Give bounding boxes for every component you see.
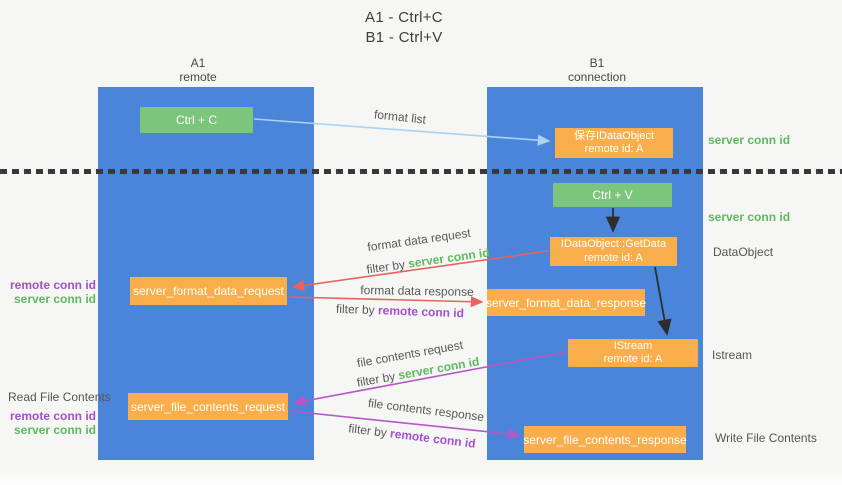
remote-conn-id-text: remote conn id xyxy=(9,409,96,423)
lifeline-b1-header: B1 connection xyxy=(537,56,657,84)
node-save-idataobject-line2: remote id: A xyxy=(584,143,644,155)
lifeline-b1-name: B1 xyxy=(589,56,605,70)
node-ctrl-c-label: Ctrl + C xyxy=(175,113,217,127)
remote-conn-id-text: remote conn id xyxy=(377,303,465,321)
node-server-file-contents-response-label: server_file_contents_response xyxy=(523,432,687,447)
node-idataobject-getdata-line1: IDataObject::GetData xyxy=(560,238,667,250)
annotation-istream: Istream xyxy=(712,348,753,362)
annotation-server-conn-id-top: server conn id xyxy=(708,133,791,147)
node-ctrl-c: Ctrl + C xyxy=(140,107,253,133)
diagram-title: A1 - Ctrl+C B1 - Ctrl+V xyxy=(304,8,504,48)
node-idataobject-getdata-line2: remote id: A xyxy=(584,251,643,264)
lifeline-a1-name: A1 xyxy=(190,56,206,70)
node-server-format-data-response-label: server_format_data_response xyxy=(485,295,647,310)
remote-conn-id-text: remote conn id xyxy=(9,278,96,292)
annotation-server-conn-id-mid: server conn id xyxy=(708,210,791,224)
node-idataobject-getdata: IDataObject::GetData remote id: A xyxy=(550,237,677,266)
arrow-label-filter-by-remote-conn-id-2: filter by remote conn id xyxy=(348,421,477,451)
lifeline-a1-role: remote xyxy=(179,70,217,84)
lifeline-b1-role: connection xyxy=(567,70,627,84)
filter-by-text: filter by xyxy=(365,257,406,277)
node-server-file-contents-request-label: server_file_contents_request xyxy=(130,399,286,414)
node-server-format-data-response: server_format_data_response xyxy=(485,289,647,316)
remote-conn-id-text: remote conn id xyxy=(389,426,477,451)
title-line-2: B1 - Ctrl+V xyxy=(365,29,443,46)
node-save-idataobject-line1: 保存IDataObject xyxy=(573,129,655,142)
title-line-1: A1 - Ctrl+C xyxy=(365,9,443,26)
annotation-conn-ids-top: remote conn id server conn id xyxy=(0,278,96,306)
annotation-conn-ids-bottom: remote conn id server conn id xyxy=(0,409,96,437)
node-ctrl-v: Ctrl + V xyxy=(553,183,672,207)
annotation-read-file-contents: Read File Contents xyxy=(8,390,111,404)
node-istream-line1: IStream xyxy=(613,339,653,352)
bottom-fade xyxy=(0,471,842,485)
node-istream-line2: remote id: A xyxy=(603,353,663,365)
filter-by-text: filter by xyxy=(347,421,388,440)
node-server-format-data-request: server_format_data_request xyxy=(130,277,287,305)
arrow-label-format-data-response: format data response xyxy=(360,283,474,299)
filter-by-text: filter by xyxy=(335,301,375,318)
filter-by-text: filter by xyxy=(355,369,397,390)
server-conn-id-text: server conn id xyxy=(407,245,491,271)
server-conn-id-text: server conn id xyxy=(13,422,96,437)
arrow-label-filter-by-remote-conn-id-1: filter by remote conn id xyxy=(336,302,464,320)
annotation-write-file-contents: Write File Contents xyxy=(715,431,817,445)
arrow-label-format-list: format list xyxy=(373,107,427,127)
node-server-format-data-request-label: server_format_data_request xyxy=(133,284,284,298)
node-save-idataobject: 保存IDataObject remote id: A xyxy=(555,128,673,158)
server-conn-id-text: server conn id xyxy=(13,291,96,306)
annotation-dataobject: DataObject xyxy=(713,245,774,259)
node-ctrl-v-label: Ctrl + V xyxy=(592,188,633,202)
session-divider-line xyxy=(0,169,842,174)
arrow-label-file-contents-response: file contents response xyxy=(367,395,485,425)
node-server-file-contents-request: server_file_contents_request xyxy=(128,393,288,420)
node-istream: IStream remote id: A xyxy=(568,339,698,367)
node-server-file-contents-response: server_file_contents_response xyxy=(523,426,687,453)
lifeline-a1-header: A1 remote xyxy=(138,56,258,84)
